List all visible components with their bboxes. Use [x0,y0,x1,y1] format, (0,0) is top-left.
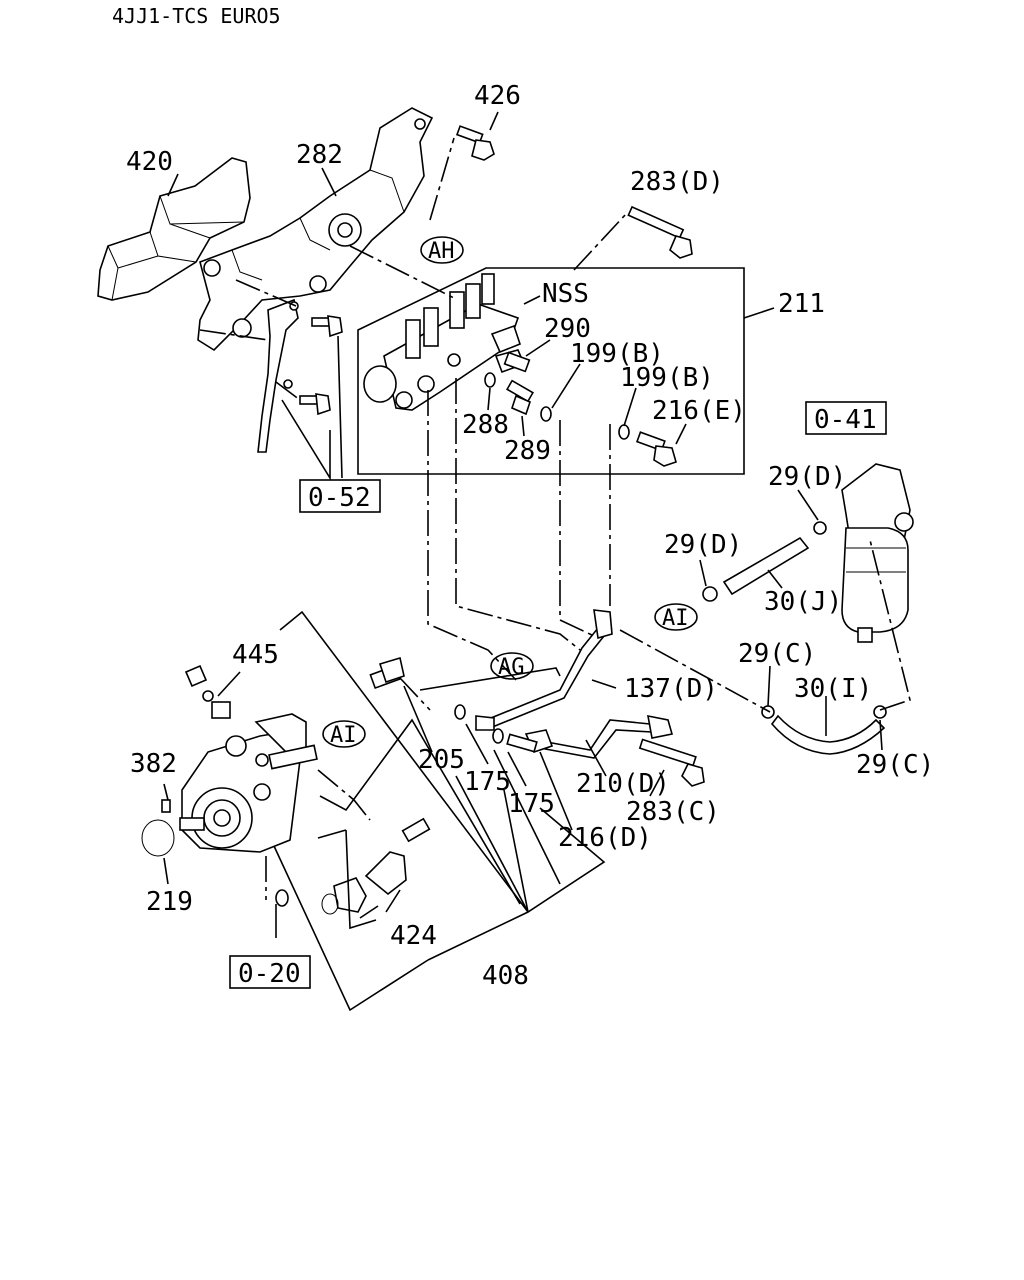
callout-29d-1: 29(D) [768,462,846,492]
callout-211: 211 [778,289,825,319]
bolt-426-part [455,125,495,161]
callout-382: 382 [130,749,177,779]
washer-199b-part [540,406,552,422]
washer-175-part-2 [492,728,504,744]
bolt-216e-part [635,431,677,467]
sensor-290-part [494,349,531,374]
pipe-210d-part [535,719,653,759]
callout-175-1: 175 [464,767,511,797]
callout-nss: NSS [542,279,589,309]
bracket-420-part [97,157,251,301]
valve-424-part [321,817,431,915]
callout-205: 205 [418,745,465,775]
bubble-ah[interactable]: AH [420,236,464,264]
ref-box-0-41[interactable]: 0-41 [805,401,887,435]
washer-288-part [484,372,496,388]
callout-175-2: 175 [508,789,555,819]
callout-216d: 216(D) [558,823,652,853]
callout-282: 282 [296,140,343,170]
leader-lines [163,111,883,1012]
bubble-ag[interactable]: AG [490,652,534,680]
bolt-216d-part [506,733,538,753]
callout-29c-1: 29(C) [738,639,816,669]
washer-175-part [454,704,466,720]
bolt-283c-part [638,738,705,787]
callout-29c-2: 29(C) [856,750,934,780]
plug-289-part [506,379,534,416]
svg-text:AI: AI [662,606,689,631]
callout-426: 426 [474,81,521,111]
callout-408: 408 [482,961,529,991]
svg-text:AH: AH [428,239,455,264]
callout-289: 289 [504,436,551,466]
callout-199b-1: 199(B) [570,339,664,369]
bubble-ai-right[interactable]: AI [654,603,698,631]
callout-288: 288 [462,410,509,440]
callout-290: 290 [544,314,591,344]
callout-199b-2: 199(B) [620,363,714,393]
callout-420: 420 [126,147,173,177]
callout-216e: 216(E) [652,396,746,426]
callout-219: 219 [146,887,193,917]
svg-text:AG: AG [498,655,525,680]
callout-137d: 137(D) [624,674,718,704]
callout-283c: 283(C) [626,797,720,827]
sensor-445-part [184,664,231,719]
diagram-title: 4JJ1-TCS EURO5 [112,4,281,28]
callout-30j: 30(J) [764,587,842,617]
fitting-205-part [369,656,405,690]
o-ring-219-part [141,819,175,857]
rail-part [257,298,299,453]
ref-box-0-52[interactable]: 0-52 [299,479,381,513]
hose-30j-part [722,536,810,596]
callout-445: 445 [232,640,279,670]
washer-199b-part-2 [618,424,630,440]
pin-382-part [161,799,171,813]
fuel-manifold-part [363,273,521,411]
clamp-29d-part [702,521,827,602]
bubble-ai-left[interactable]: AI [322,720,366,748]
group-211-frame [357,267,745,475]
callout-30i: 30(I) [794,674,872,704]
svg-text:0-52: 0-52 [308,483,371,513]
fuel-pump-part [179,713,318,853]
ref-box-0-20[interactable]: 0-20 [229,955,311,989]
fuel-filter-part [841,463,914,643]
bolt-283d-part [627,205,693,259]
callout-424: 424 [390,921,437,951]
hose-30i-part [770,714,886,755]
svg-text:AI: AI [330,723,357,748]
callout-210d: 210(D) [576,769,670,799]
svg-text:0-41: 0-41 [814,405,877,435]
callout-labels: 426 420 282 283(D) 211 NSS 290 199(B) 19… [126,81,934,991]
bolt-part [299,315,343,416]
flow-lines [199,137,911,900]
callout-283d: 283(D) [630,167,724,197]
svg-text:0-20: 0-20 [238,959,301,989]
callout-29d-2: 29(D) [664,530,742,560]
washer-part [275,889,289,907]
